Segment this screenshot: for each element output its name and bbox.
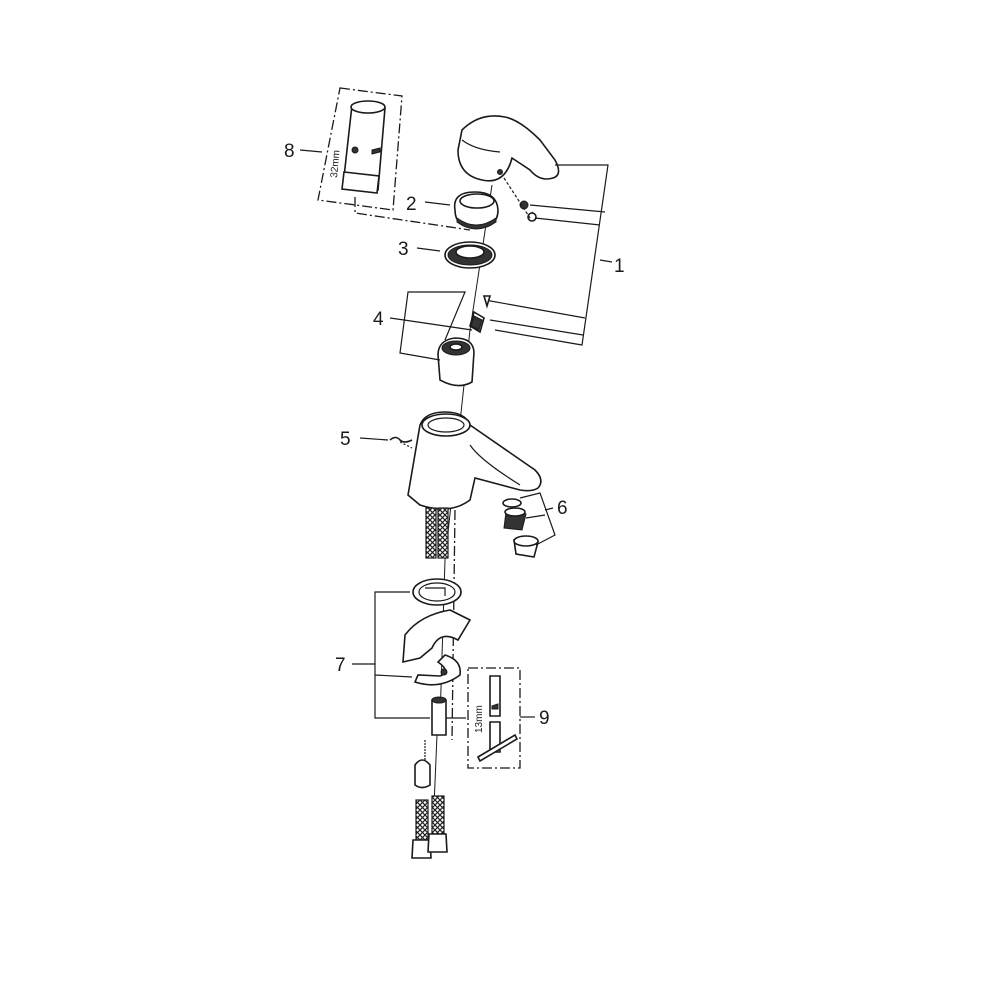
supply-hoses-upper bbox=[425, 507, 449, 559]
callout-labels: 1 2 3 4 5 6 7 8 9 bbox=[284, 141, 625, 729]
part-3-lock-nut bbox=[416, 241, 496, 269]
part-4-cartridge bbox=[389, 291, 492, 387]
callout-9: 9 bbox=[539, 708, 550, 729]
dimension-32mm: 32mm bbox=[329, 150, 342, 179]
callout-5: 5 bbox=[340, 429, 351, 450]
dimension-13mm: 13mm bbox=[474, 705, 485, 733]
part-6-aerator bbox=[502, 492, 556, 558]
part-8-wrench-tool: 32mm bbox=[299, 87, 403, 211]
callout-2: 2 bbox=[406, 194, 417, 215]
part-1-handle-lever bbox=[457, 115, 613, 346]
callout-1: 1 bbox=[614, 256, 625, 277]
part-7-mounting-set bbox=[352, 578, 472, 736]
part-2-cover-cap bbox=[424, 191, 499, 230]
callout-6: 6 bbox=[557, 498, 568, 519]
callout-7: 7 bbox=[335, 655, 346, 676]
stud-and-hoses-lower bbox=[411, 740, 448, 859]
mixer-body bbox=[359, 411, 542, 510]
callout-8: 8 bbox=[284, 141, 295, 162]
callout-4: 4 bbox=[373, 309, 384, 330]
callout-3: 3 bbox=[398, 239, 409, 260]
part-9-socket-tool: 13mm bbox=[467, 667, 535, 769]
